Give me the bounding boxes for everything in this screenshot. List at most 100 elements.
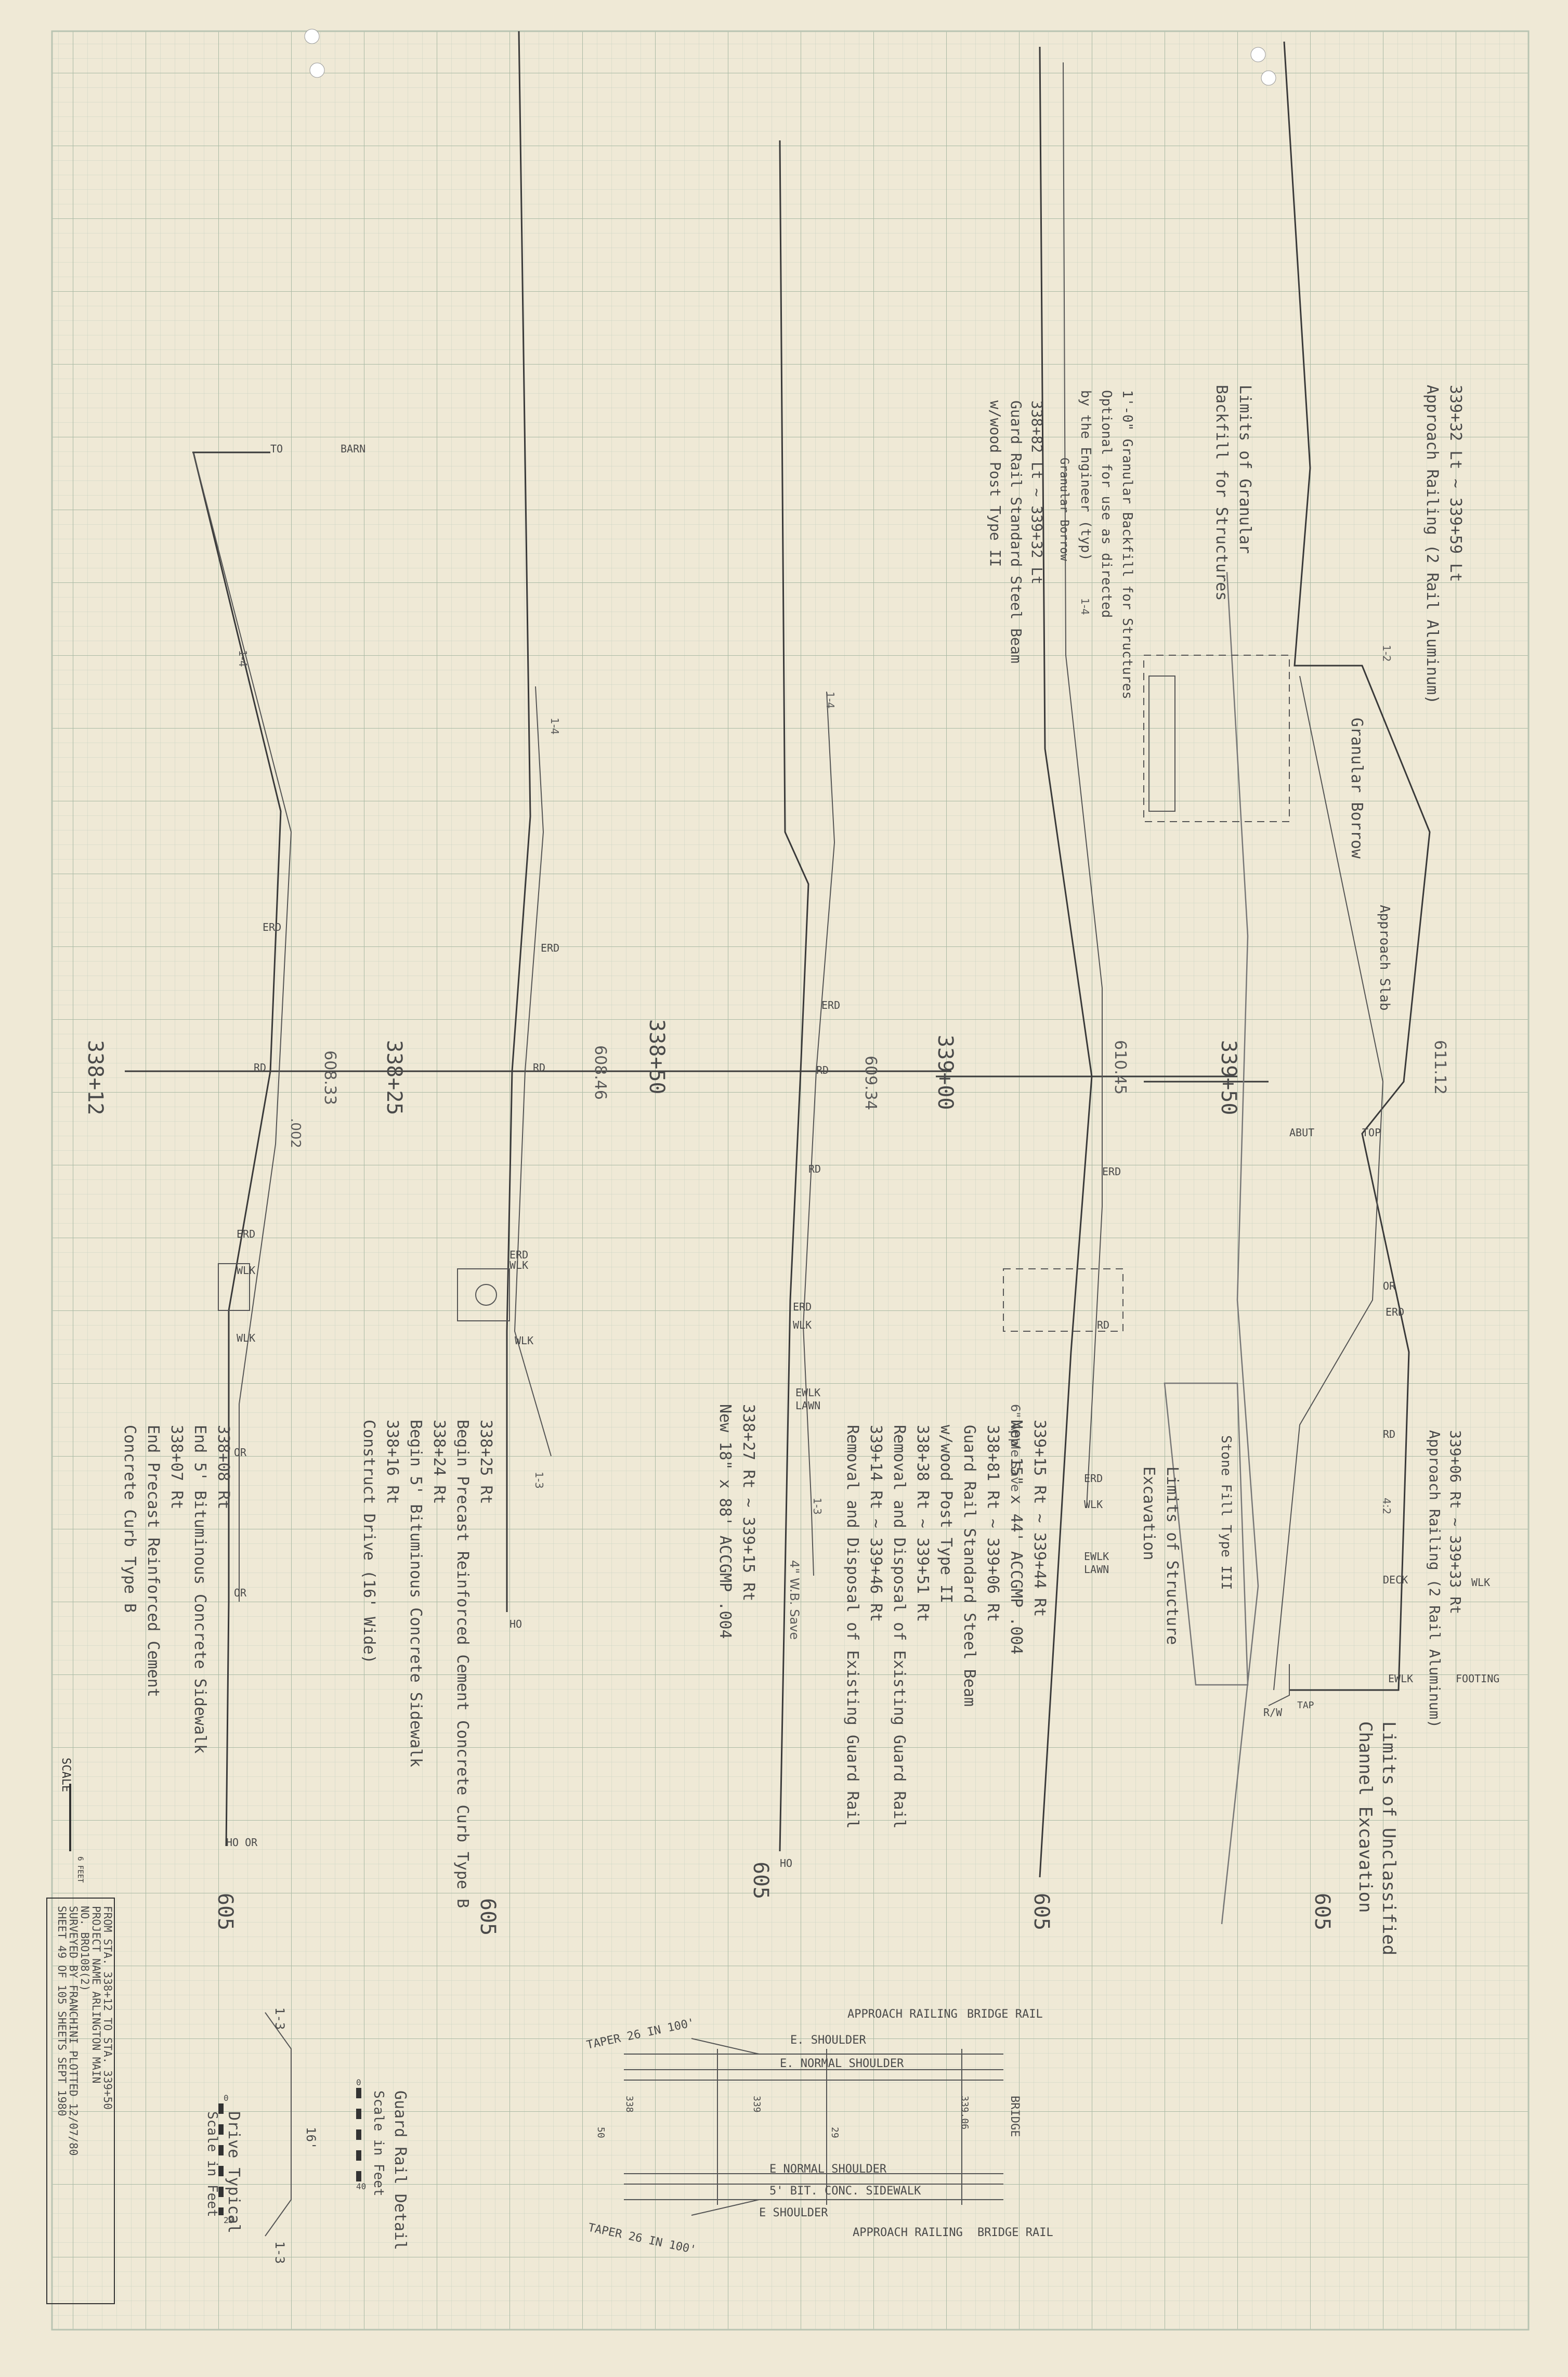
end-elevation-label: 605: [1310, 1893, 1334, 1930]
graph-grid: [52, 31, 1528, 2330]
end-elevation-label: 605: [1029, 1893, 1053, 1930]
note-line: End Precast Reinforced Cement: [144, 1425, 162, 1697]
station-tick-label: 339.06: [959, 2096, 970, 2129]
punch-hole: [1250, 47, 1266, 62]
ho-or-label: HO OR: [226, 1836, 258, 1849]
title-block-lines: FROM STA. 338+12 TO STA. 339+50 PROJECT …: [56, 1906, 114, 2155]
rd-label: RD: [533, 1061, 545, 1074]
note-line: 338+08 Rt: [214, 1425, 232, 1510]
wlk-label: WLK: [515, 1334, 533, 1347]
note-line: 338+82 Lt ~ 339+32 Lt: [1028, 400, 1046, 584]
normal-shoulder-label: E NORMAL SHOULDER: [769, 2163, 887, 2176]
note-line: Granular Borrow: [1057, 458, 1070, 561]
note-line: New 15" x 44' ACCGMP .004: [1007, 1420, 1025, 1655]
scale-zero: 0: [224, 2093, 229, 2103]
rd-label: RD: [1383, 1428, 1395, 1440]
notes-339-50: 339+32 Lt ~ 339+59 Lt Approach Railing (…: [987, 385, 1465, 1955]
erd-label: ERD: [793, 1301, 812, 1313]
existing-ground-line: [192, 452, 282, 1847]
end-elevation-label: 605: [749, 1862, 773, 1899]
slope-label: 4:2: [1380, 1498, 1393, 1514]
notes-338-50: 338+27 Rt ~ 339+15 Rt New 18" x 88' ACCG…: [716, 1404, 757, 1639]
stone-fill-area: [1164, 1382, 1249, 1686]
elevation-label: 608.46: [591, 1045, 609, 1100]
shoulder-label: E. SHOULDER: [790, 2034, 866, 2047]
slope-label: 1-2: [1380, 645, 1393, 662]
drive-detail-labels: 1-3 1-3 16' Drive Typical Scale in Feet …: [204, 2007, 318, 2264]
title-line-number: NO. BRO108(2): [79, 1906, 91, 1991]
section-338-50: 338+50 609.34 605 ERD RD RD ERD WLK EWLK…: [639, 140, 951, 1899]
station-label: 339+00: [933, 1035, 957, 1110]
elevation-label: 609.34: [861, 1056, 880, 1110]
drive-typical-detail: 1-3 1-3 16' Drive Typical Scale in Feet …: [204, 2007, 318, 2264]
detail-title: Guard Rail Detail: [391, 2090, 409, 2250]
erd-label: ERD: [541, 942, 559, 954]
note-line: 338+81 Rt ~ 339+06 Rt: [984, 1425, 1002, 1622]
proposed-grade-line: [514, 686, 552, 1457]
sidewalk-label: 5' BIT. CONC. SIDEWALK: [769, 2185, 921, 2198]
slope-label: 1-3: [533, 1472, 545, 1489]
title-block: FROM STA. 338+12 TO STA. 339+50 PROJECT …: [46, 1898, 115, 2304]
erd-label: ERD: [509, 1249, 528, 1261]
save-note: 4" W.B. Save: [787, 1560, 802, 1640]
station-tick-label: 339: [751, 2096, 762, 2113]
erd-label: ERD: [237, 1228, 255, 1240]
station-label: 339+50: [1217, 1040, 1240, 1115]
note-line: Construct Drive (16' Wide): [360, 1420, 378, 1664]
deck-label: DECK: [1383, 1574, 1408, 1586]
sheet-scale: SCALE 6 FEET: [59, 1758, 84, 1883]
wlk-label: WLK: [793, 1319, 812, 1331]
footing-corner: [1268, 1664, 1290, 1706]
normal-shoulder-label: E. NORMAL SHOULDER: [780, 2057, 904, 2070]
end-elevation-label: 605: [213, 1893, 237, 1930]
or-label: OR: [234, 1446, 247, 1459]
tick-label: 29: [829, 2127, 840, 2138]
note-line: 338+25 Rt: [477, 1420, 495, 1504]
detail-title: Drive Typical: [225, 2111, 243, 2233]
note-line: Limits of Granular: [1236, 385, 1254, 554]
note-line: 338+24 Rt: [430, 1420, 448, 1504]
note-line: Approach Slab: [1377, 905, 1392, 1011]
taper-line: [691, 2038, 760, 2055]
punch-hole: [1261, 70, 1276, 86]
note-line: 338+07 Rt: [167, 1425, 186, 1510]
note-line: Backfill for Structures: [1212, 385, 1231, 601]
erd-label: ERD: [821, 999, 840, 1011]
end-elevation-label: 605: [476, 1898, 500, 1936]
scale-unit: 6 FEET: [76, 1856, 84, 1883]
scale-twenty: 20: [224, 2215, 233, 2225]
notes-339-00: 339+15 Rt ~ 339+44 Rt New 15" x 44' ACCG…: [843, 1420, 1049, 1829]
ewlk-label: EWLK: [1084, 1550, 1109, 1563]
scale-zero: 0: [356, 2077, 361, 2087]
tick-label: 50: [595, 2127, 606, 2138]
note-line: End 5' Bituminous Concrete Sidewalk: [191, 1425, 209, 1753]
section-339-50: 339+50 611.12 605 ABUT TOP OR ERD RD DEC…: [987, 41, 1499, 1955]
punch-hole: [304, 29, 320, 44]
notes-338-12: 338+08 Rt End 5' Bituminous Concrete Sid…: [121, 1425, 232, 1753]
note-line: Channel Excavation: [1355, 1721, 1376, 1913]
grid-border: [51, 30, 1530, 2331]
ewlk-label: EWLK: [1388, 1672, 1413, 1685]
note-line: Concrete Curb Type B: [121, 1425, 139, 1613]
note-line: 339+15 Rt ~ 339+44 Rt: [1030, 1420, 1049, 1617]
slope-label: 1-4: [548, 718, 561, 735]
note-line: by the Engineer (typ): [1078, 390, 1093, 561]
ewlk-label: EWLK: [795, 1386, 820, 1399]
bridge-label: BRIDGE: [1008, 2096, 1021, 2137]
title-line-survey: SURVEYED BY FRANCHINI PLOTTED 12/07/80: [67, 1906, 80, 2155]
note-line: Removal and Disposal of Existing Guard R…: [890, 1425, 908, 1829]
rd-label: RD: [254, 1061, 266, 1074]
note-line: 338+16 Rt: [383, 1420, 401, 1504]
channel-excavation-line: [1221, 571, 1259, 1925]
note-line: Guard Rail Standard Steel Beam: [1008, 400, 1025, 664]
backfill-block: [1148, 676, 1175, 812]
note-line: 338+38 Rt ~ 339+51 Rt: [913, 1425, 932, 1622]
slope-label: 1-4: [824, 692, 837, 709]
proposed-grade-line: [1063, 62, 1103, 1509]
erd-label: ERD: [263, 921, 281, 933]
approach-railing-label: APPROACH RAILING: [853, 2226, 963, 2239]
elevation-label: 610.45: [1111, 1040, 1129, 1095]
erd-label: ERD: [1084, 1472, 1103, 1485]
barn-label: BARN: [341, 443, 365, 455]
wlk-label: WLK: [509, 1259, 528, 1271]
